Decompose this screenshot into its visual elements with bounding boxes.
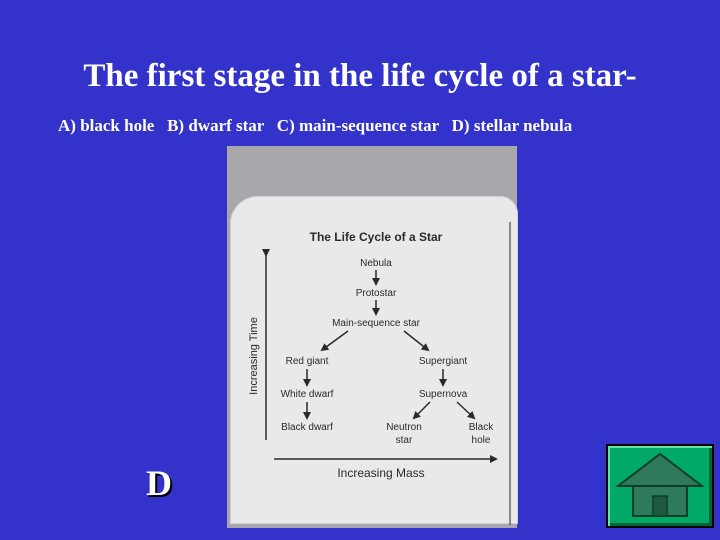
time-axis-label: Increasing Time <box>248 317 260 395</box>
arrow-main-redgiant <box>322 331 348 350</box>
mass-axis-label: Increasing Mass <box>337 466 424 480</box>
stage-black-dwarf: Black dwarf <box>281 422 333 433</box>
arrow-supernova-neutron <box>414 402 430 418</box>
home-button[interactable] <box>606 444 714 528</box>
stage-neutron-star-line2: star <box>396 435 413 446</box>
stage-red-giant: Red giant <box>286 356 329 367</box>
diagram-heading: The Life Cycle of a Star <box>310 230 443 244</box>
answer-text: D <box>146 462 172 504</box>
stage-black-hole-line2: hole <box>472 435 491 446</box>
stage-black-hole-line1: Black <box>469 422 494 433</box>
stage-supernova: Supernova <box>419 389 468 400</box>
stage-protostar: Protostar <box>356 288 397 299</box>
stage-nebula: Nebula <box>360 258 392 269</box>
arrow-main-supergiant <box>404 331 428 350</box>
stage-neutron-star-line1: Neutron <box>386 422 422 433</box>
stage-main-sequence: Main-sequence star <box>332 318 420 329</box>
arrow-supernova-blackhole <box>457 402 474 418</box>
home-icon <box>608 446 712 526</box>
stage-supergiant: Supergiant <box>419 356 468 367</box>
stage-white-dwarf: White dwarf <box>281 389 334 400</box>
